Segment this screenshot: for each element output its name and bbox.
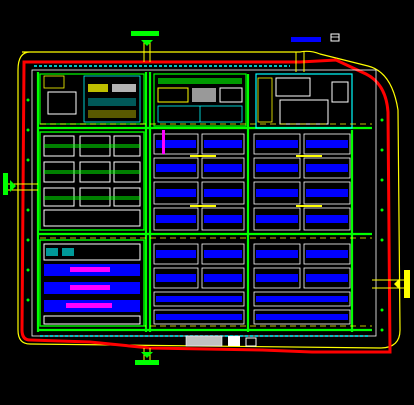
- south-gate-building: [185, 335, 223, 347]
- south-gate-booth: [228, 336, 240, 346]
- warehouse-blue-bands: [156, 140, 348, 223]
- north-entrance-arrow: [131, 31, 159, 46]
- south-west-zone: [39, 239, 145, 327]
- internal-road-grid: [36, 72, 372, 332]
- legend-bar: [291, 37, 321, 42]
- property-boundary: [20, 58, 392, 354]
- north-central-block: [153, 73, 247, 127]
- south-gate-booth-2: [245, 337, 257, 347]
- warehouse-yellow-labels: [190, 155, 322, 207]
- east-entrance-arrow: [394, 270, 410, 298]
- perimeter-trees: [26, 98, 384, 332]
- south-entrance-arrow: [135, 352, 159, 365]
- outer-road: [17, 50, 401, 349]
- access-roads: [4, 40, 410, 362]
- west-entrance-arrow: [3, 173, 16, 195]
- magenta-corridor: [162, 130, 165, 154]
- north-east-facility: [255, 73, 353, 129]
- legend-symbol: [330, 33, 340, 42]
- west-warehouse-zone: [39, 131, 145, 231]
- south-blue-bands: [156, 250, 348, 320]
